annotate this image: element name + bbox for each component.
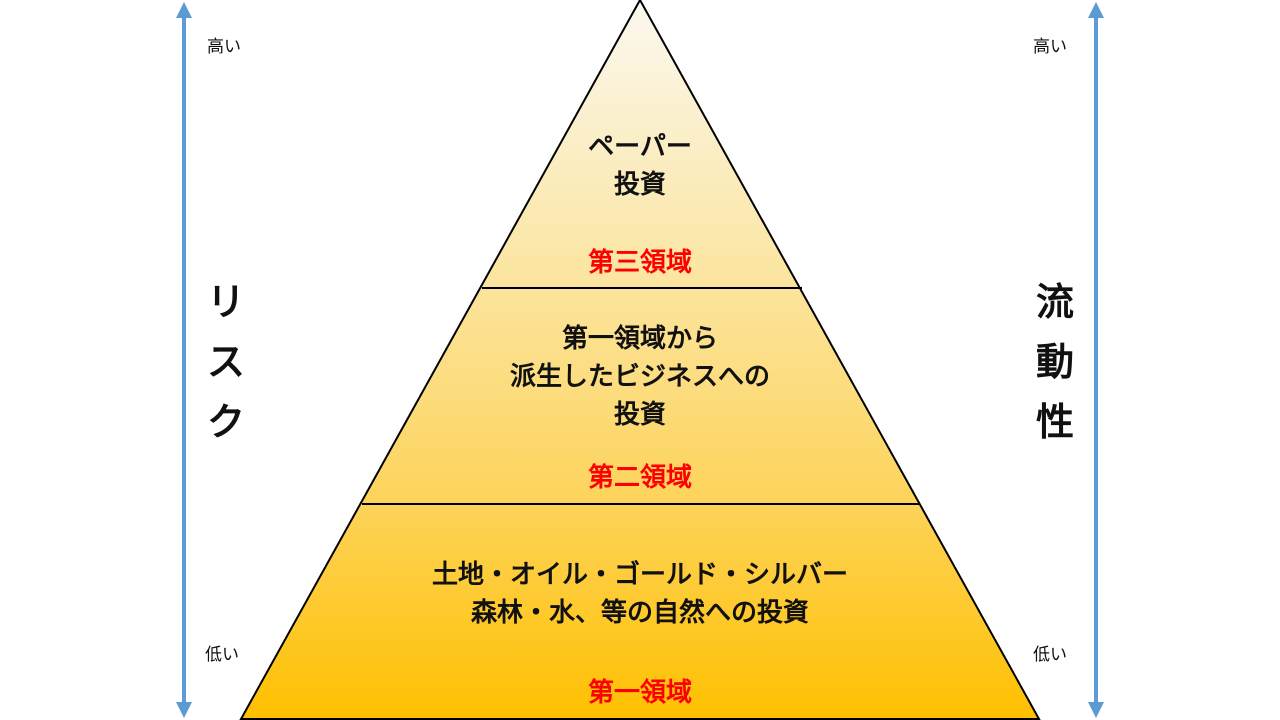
right-axis-arrow (1088, 2, 1104, 718)
pyramid-shape (239, 0, 1041, 720)
left-axis-title: リスク (206, 280, 245, 444)
tier-2-label: 第二領域 (587, 463, 692, 493)
tier-3-description: ペーパー 投資 (588, 132, 692, 200)
left-axis-bottom-label: 低い (205, 645, 239, 665)
tier-3-label: 第三領域 (587, 248, 692, 278)
right-axis-top-label: 高い (1033, 37, 1067, 57)
right-axis-title: 流動性 (1035, 280, 1074, 444)
tier-1-description: 土地・オイル・ゴールド・シルバー 森林・水、等の自然への投資 (431, 560, 848, 628)
tier-2-description: 第一領域から 派生したビジネスへの 投資 (509, 324, 770, 430)
left-axis-arrow (176, 2, 192, 718)
right-axis-bottom-label: 低い (1033, 645, 1067, 665)
left-axis-top-label: 高い (207, 37, 241, 57)
tier-1-label: 第一領域 (587, 678, 692, 708)
